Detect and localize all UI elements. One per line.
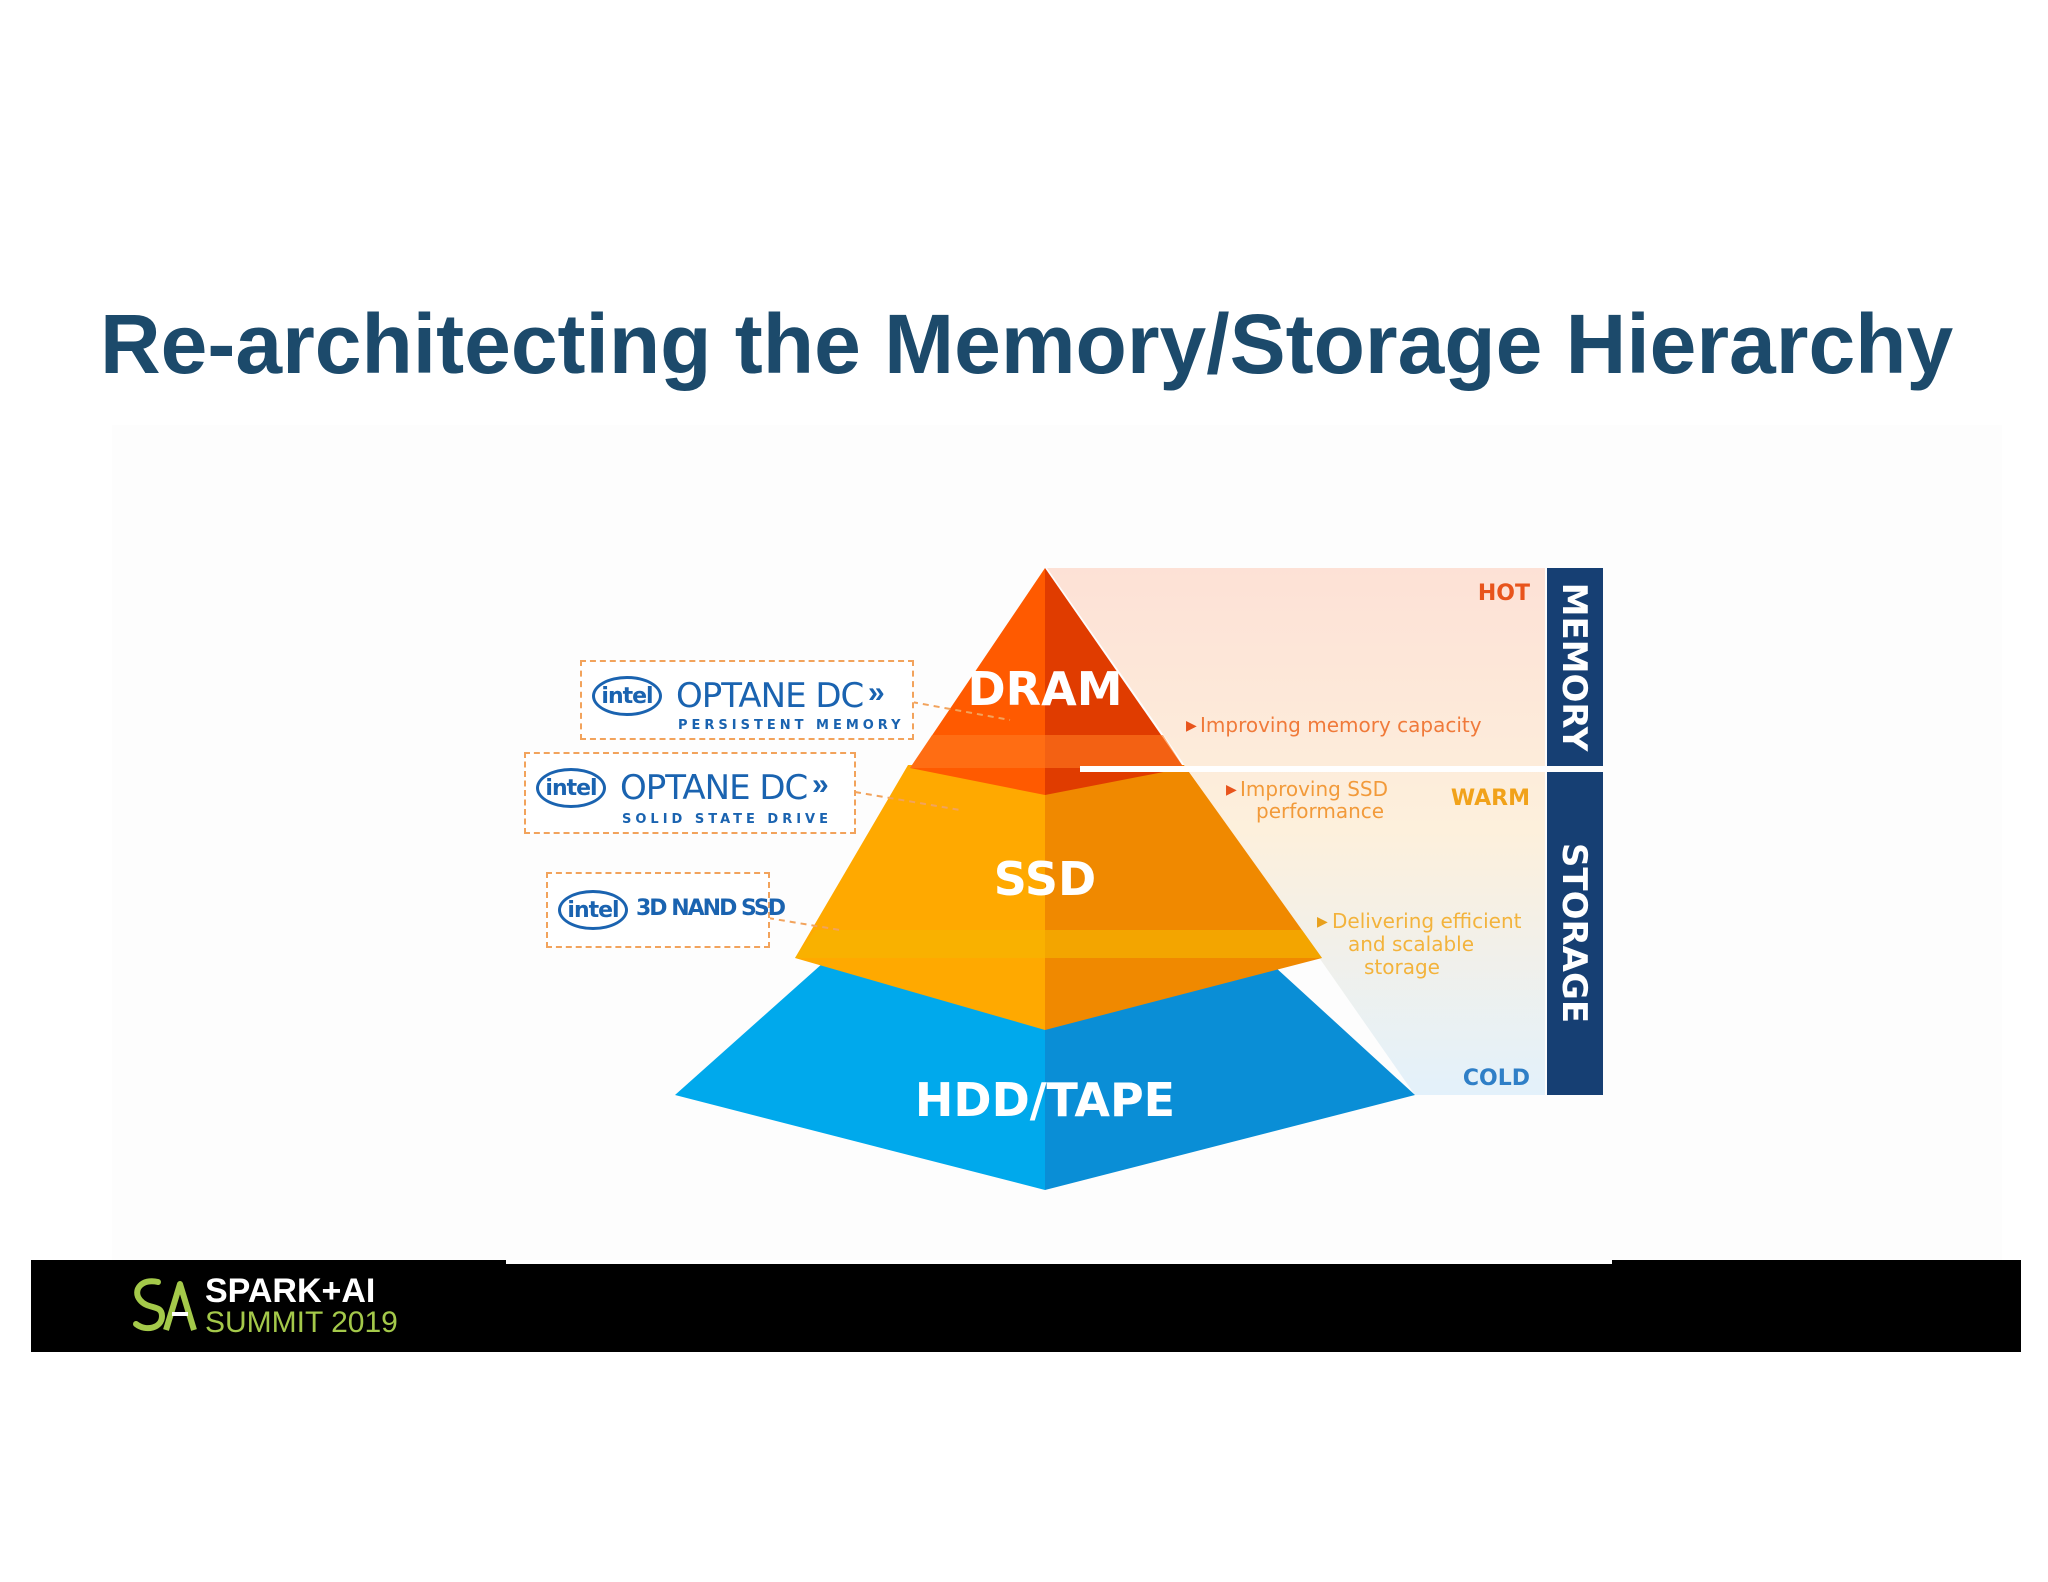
- annotation-arrow-icon: ▶: [1317, 914, 1328, 930]
- product-box-optane-pmem: intel OPTANE DC » PERSISTENT MEMORY: [580, 660, 914, 740]
- footer-logo-title: SPARK+AI: [205, 1272, 376, 1310]
- product-name: OPTANE DC: [620, 768, 808, 808]
- hdd-tier-right: [1045, 955, 1415, 1190]
- annotation-storage-line3: storage: [1364, 955, 1440, 979]
- ssd-overlap-band: [795, 930, 1322, 958]
- product-subtitle: SOLID STATE DRIVE: [622, 812, 832, 827]
- band-divider: [1080, 766, 1547, 772]
- annotation-ssd-line1: Improving SSD: [1240, 777, 1388, 801]
- ssd-tier-right: [1045, 765, 1322, 1030]
- temperature-band: [1047, 568, 1545, 1095]
- connector-line: [854, 791, 961, 811]
- slide-title: Re-architecting the Memory/Storage Hiera…: [100, 297, 1954, 391]
- memory-side-label: MEMORY: [1554, 583, 1594, 752]
- connector-line: [767, 917, 841, 931]
- storage-side-bar: [1547, 772, 1603, 1095]
- hierarchy-diagram: DRAM SSD HDD/TAPE ▶ Improving memory cap…: [675, 568, 1603, 1190]
- spark-ai-logo-icon: [133, 1278, 197, 1332]
- ssd-tier-left: [795, 765, 1045, 1030]
- storage-side-label: STORAGE: [1554, 843, 1594, 1023]
- intel-logo-icon: intel: [558, 890, 628, 930]
- annotation-ssd-line2: performance: [1256, 799, 1384, 823]
- product-box-3d-nand: intel 3D NAND SSD: [546, 872, 786, 948]
- hdd-tier-left: [675, 955, 1045, 1190]
- annotation-arrow-icon: ▶: [1186, 718, 1197, 734]
- temp-label-cold: COLD: [1463, 1066, 1530, 1091]
- optane-chevron-icon: »: [868, 676, 885, 709]
- intel-logo-icon: intel: [592, 676, 662, 716]
- connector-line: [911, 701, 1011, 721]
- dram-overlap-band: [910, 735, 1184, 768]
- optane-chevron-icon: »: [812, 768, 829, 801]
- annotation-memory-capacity: Improving memory capacity: [1200, 713, 1482, 737]
- footer-bar: [31, 1260, 2021, 1352]
- memory-side-bar: [1547, 568, 1603, 766]
- product-name: 3D NAND SSD: [636, 896, 786, 921]
- annotation-arrow-icon: ▶: [1226, 782, 1237, 798]
- product-subtitle: PERSISTENT MEMORY: [678, 718, 905, 733]
- footer-logo-subtitle: SUMMIT 2019: [205, 1306, 398, 1339]
- product-box-optane-ssd: intel OPTANE DC » SOLID STATE DRIVE: [524, 752, 856, 834]
- annotation-storage-line2: and scalable: [1348, 932, 1474, 956]
- tier-label-ssd: SSD: [994, 852, 1096, 906]
- tier-label-dram: DRAM: [968, 662, 1123, 716]
- temp-label-hot: HOT: [1478, 581, 1530, 606]
- product-name: OPTANE DC: [676, 676, 864, 716]
- intel-logo-icon: intel: [536, 768, 606, 808]
- footer-divider: [506, 1260, 1612, 1264]
- annotation-storage-line1: Delivering efficient: [1332, 909, 1522, 933]
- temp-label-warm: WARM: [1451, 786, 1530, 811]
- tier-label-hdd: HDD/TAPE: [915, 1073, 1175, 1127]
